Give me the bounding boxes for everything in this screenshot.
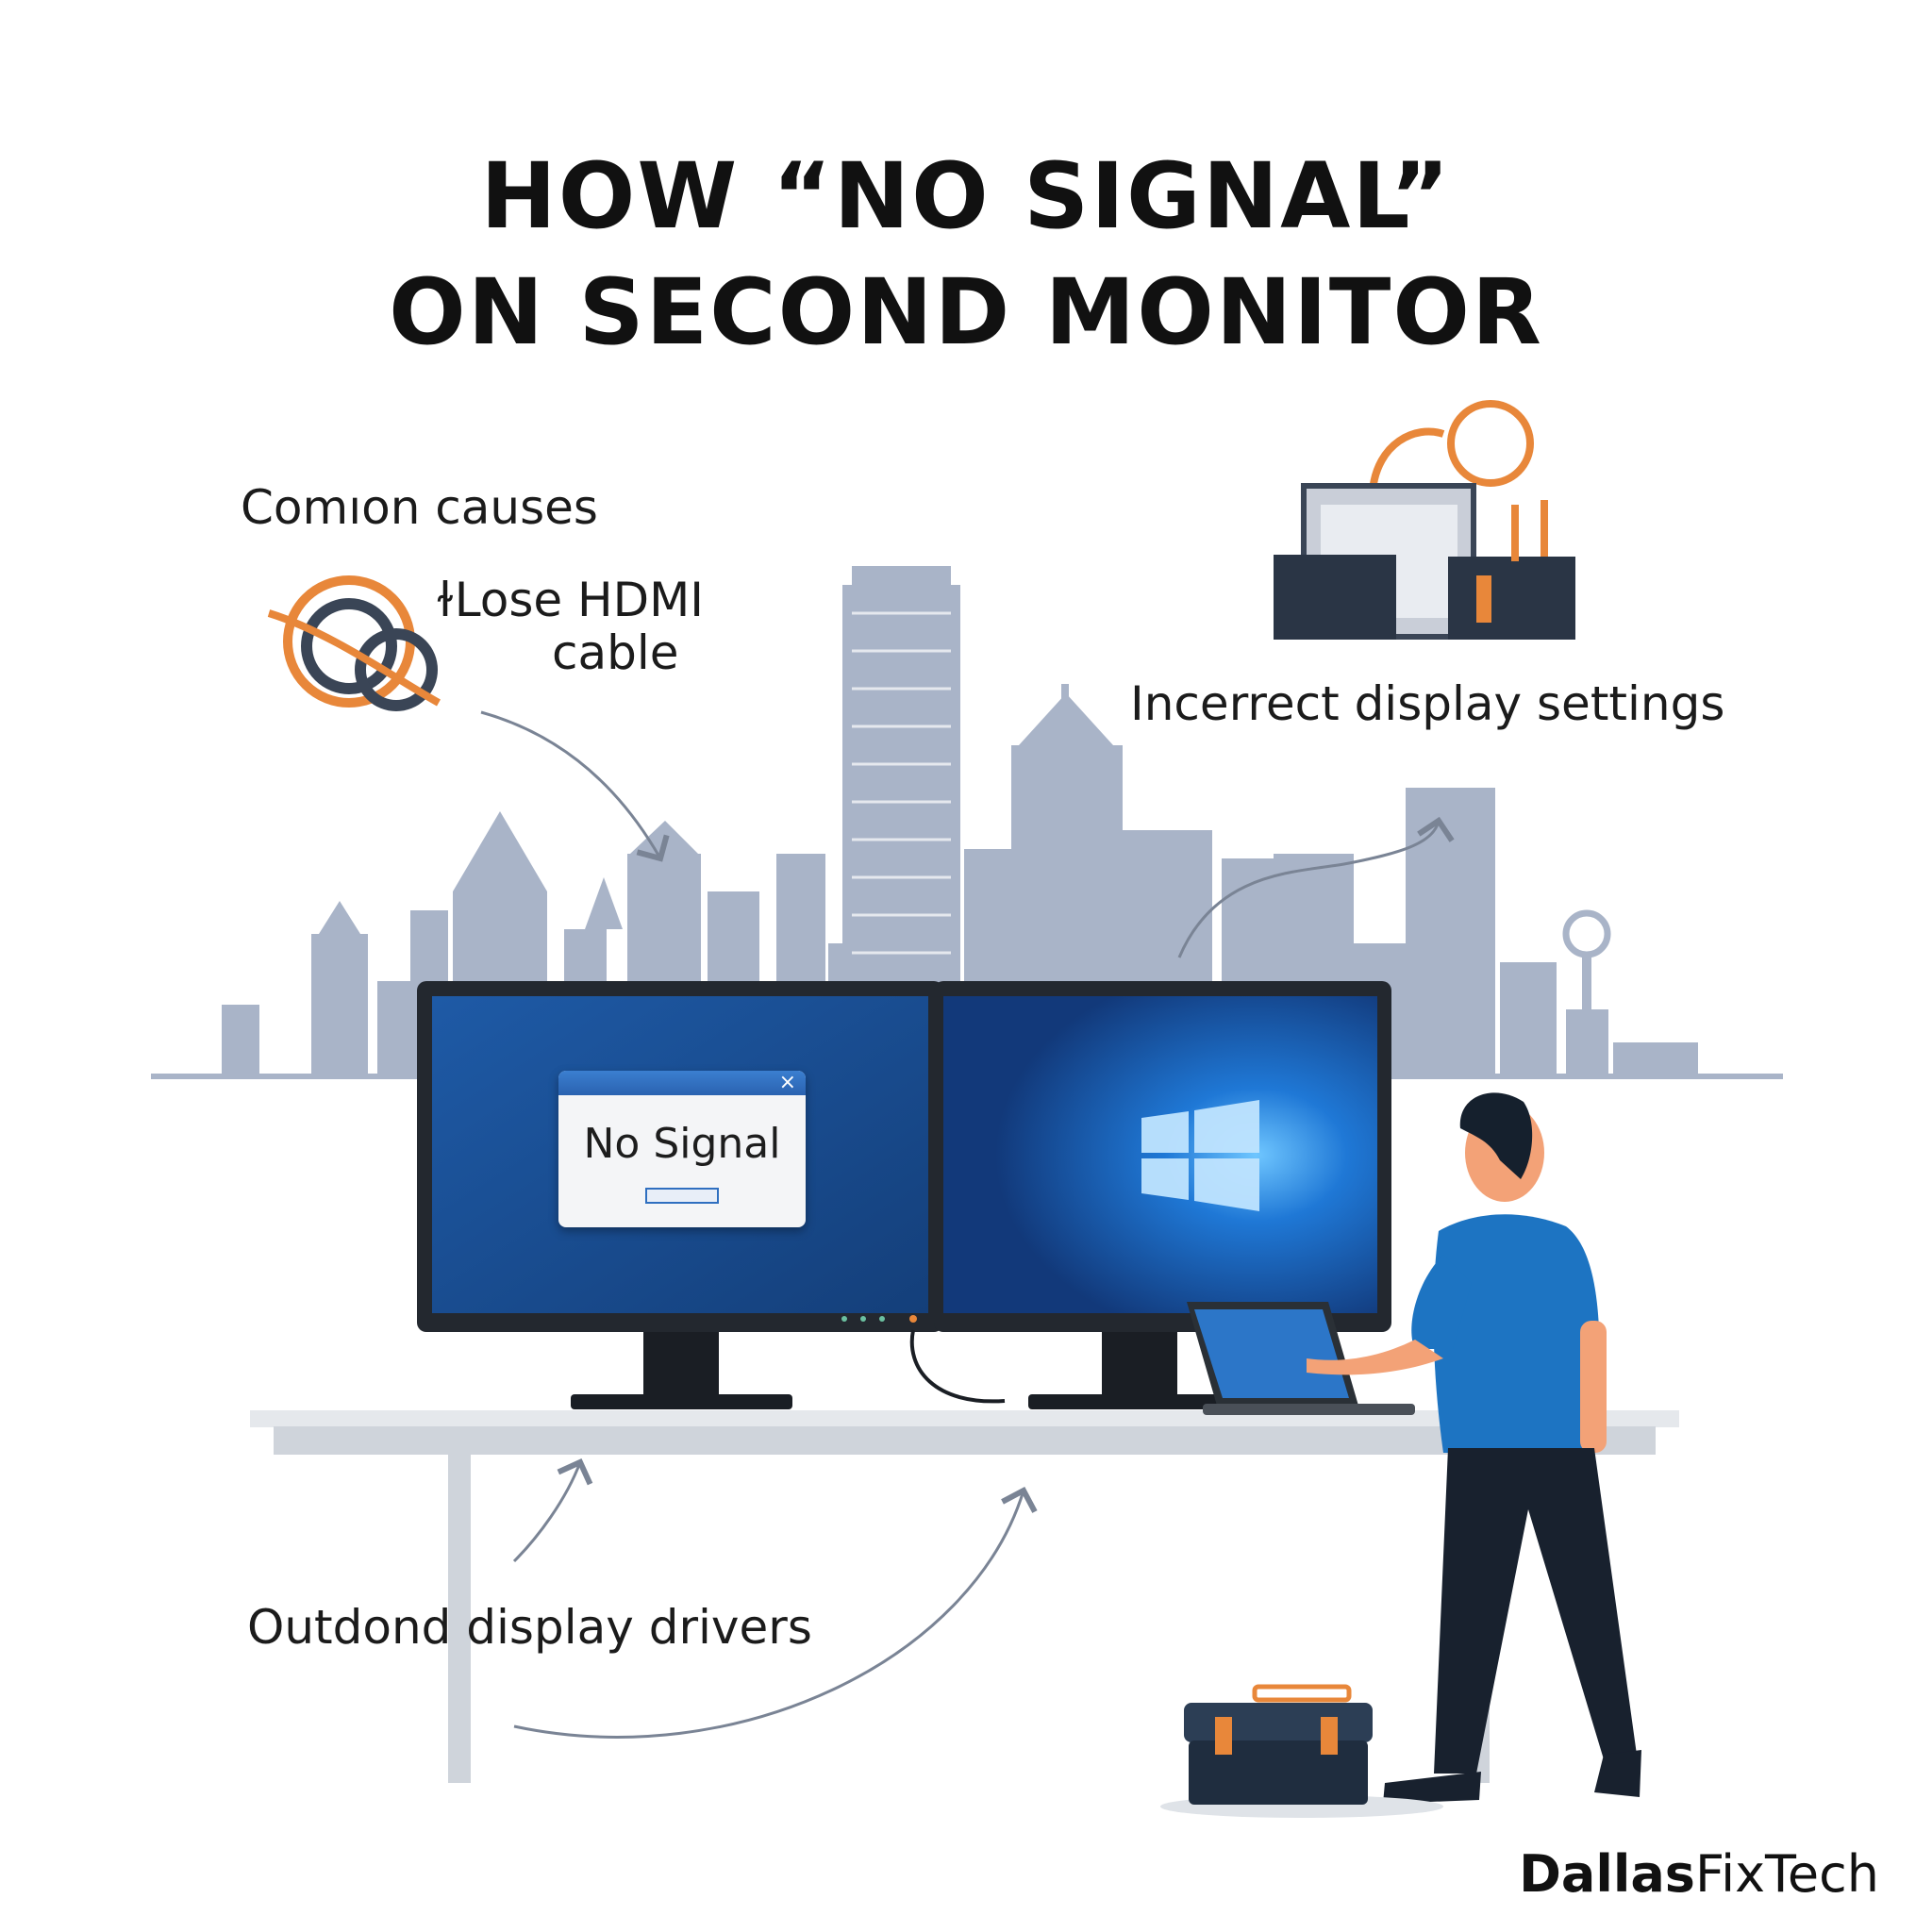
brand-logo: DallasFixTech <box>1519 1844 1879 1904</box>
brand-rest: FixTech <box>1694 1844 1879 1904</box>
person-technician <box>1307 1092 1641 1804</box>
laptop <box>1187 1302 1415 1415</box>
brand-bold: Dallas <box>1519 1844 1695 1904</box>
tower-windows <box>852 611 951 955</box>
dialog-ok-button[interactable] <box>645 1188 719 1204</box>
page-title-line1: HOW “NO SIGNAL” <box>480 143 1452 249</box>
cause-loose-cable-line1: ɫLose HDMI <box>436 573 705 627</box>
close-icon[interactable]: × <box>778 1071 796 1094</box>
page-title-line2: ON SECOND MONITOR <box>389 259 1543 365</box>
cause-display-settings: Incerrect display settings <box>1130 676 1725 731</box>
common-causes-heading: Comıon causes <box>241 480 598 535</box>
windows-logo-icon <box>1141 1100 1259 1211</box>
toolbox-icon <box>1160 1684 1443 1818</box>
cause-display-drivers: Outdond display drivers <box>247 1600 812 1655</box>
dialog-message: No Signal <box>583 1120 781 1168</box>
arrows <box>480 710 1455 1739</box>
cause-loose-cable-line2: cable <box>552 625 679 680</box>
toolbox-settings-icon <box>1274 400 1575 640</box>
dialog-titlebar <box>558 1071 806 1095</box>
cable-rings-icon <box>267 575 441 711</box>
no-signal-dialog: × No Signal <box>558 1071 806 1227</box>
